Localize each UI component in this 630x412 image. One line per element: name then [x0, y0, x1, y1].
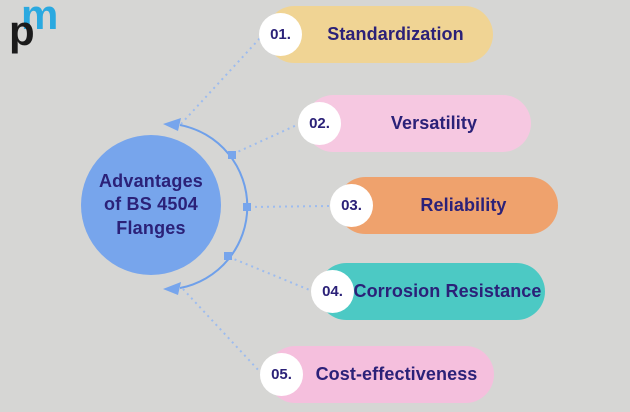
number-badge: 03. [330, 184, 373, 227]
number-badge: 05. [260, 353, 303, 396]
advantage-label: Reliability [420, 195, 507, 215]
central-topic-circle: Advantages of BS 4504 Flanges [81, 135, 221, 275]
node-dot-item-2 [228, 151, 236, 159]
advantage-label: Standardization [327, 24, 464, 44]
dotted-line-item-2 [232, 123, 300, 155]
advantage-label: Corrosion Resistance [353, 281, 542, 301]
number-label: 05. [271, 366, 292, 383]
advantage-pill-5: 05. Cost-effectiveness [260, 346, 494, 403]
advantage-pill-3: 03. Reliability [330, 177, 558, 234]
central-topic-line-3: Flanges [116, 217, 186, 238]
number-badge: 02. [298, 102, 341, 145]
arrowhead-top-icon [163, 118, 181, 131]
logo-letter-m: m [21, 0, 58, 38]
advantage-pill-1: 01. Standardization [259, 6, 493, 63]
number-label: 01. [270, 26, 291, 43]
central-topic-line-2: of BS 4504 [103, 194, 199, 215]
dotted-line-item-3 [248, 205, 331, 208]
advantage-label: Versatility [390, 113, 478, 133]
number-label: 02. [309, 115, 330, 132]
dotted-line-item-5 [182, 288, 262, 374]
node-dot-item-3 [243, 203, 251, 211]
central-topic-line-1: Advantages [98, 171, 204, 192]
number-badge: 01. [259, 13, 302, 56]
node-dot-item-4 [224, 252, 232, 260]
dotted-line-item-1 [180, 36, 262, 125]
number-label: 03. [341, 197, 362, 214]
arrowhead-bottom-icon [163, 282, 181, 295]
advantage-pill-4: 04. Corrosion Resistance [311, 263, 545, 320]
logo-letter-p: p [9, 7, 35, 54]
advantage-pill-2: 02. Versatility [298, 95, 531, 152]
number-label: 04. [322, 283, 343, 300]
advantage-label: Cost-effectiveness [315, 364, 478, 384]
pm-logo: m p [6, 0, 72, 66]
dotted-line-item-4 [228, 256, 313, 292]
number-badge: 04. [311, 270, 354, 313]
